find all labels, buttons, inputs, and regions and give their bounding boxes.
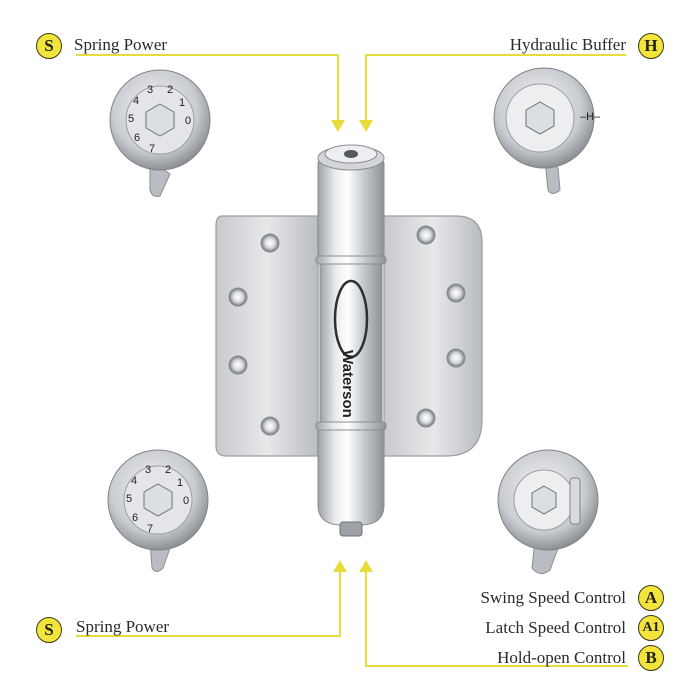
latch-speed-control-badge: A1 [638, 615, 664, 641]
dial-detail-spring-bottom: 0 1 2 3 4 5 6 7 [107, 449, 209, 572]
svg-text:1: 1 [179, 97, 185, 109]
brand-logo-ring [333, 279, 369, 359]
speed-slot-icon [569, 477, 581, 525]
dial-detail-speed [497, 449, 599, 574]
svg-text:4: 4 [133, 95, 139, 107]
screw-hole-icon [446, 348, 466, 368]
svg-text:4: 4 [131, 475, 137, 487]
brand-logo: Waterson [339, 350, 356, 418]
svg-text:0: 0 [185, 115, 191, 127]
callout-lines [76, 54, 628, 667]
arrow-down-icon [331, 120, 345, 132]
hinge-plate-left [215, 215, 319, 457]
hold-open-control-badge: B [638, 645, 664, 671]
hydraulic-buffer-badge: H [638, 33, 664, 59]
screw-hole-icon [228, 287, 248, 307]
spring-power-label: Spring Power [74, 35, 168, 54]
dial-detail-hydraulic: –H– [493, 67, 601, 194]
hinge-barrel: Waterson [315, 144, 387, 537]
hex-socket-icon [145, 103, 175, 137]
hinge-plate-right [383, 215, 483, 457]
svg-text:2: 2 [167, 84, 173, 96]
svg-text:2: 2 [165, 464, 171, 476]
svg-text:3: 3 [147, 84, 153, 96]
screw-hole-icon [416, 225, 436, 245]
latch-speed-control-label: Latch Speed Control [485, 618, 626, 637]
hold-open-control-label: Hold-open Control [497, 648, 626, 667]
svg-text:7: 7 [149, 143, 155, 155]
screw-hole-icon [228, 355, 248, 375]
arrow-up-icon [333, 560, 347, 572]
arrow-up-icon [359, 560, 373, 572]
callout-arrows [331, 120, 373, 572]
swing-speed-control-badge: A [638, 585, 664, 611]
hex-socket-icon [531, 485, 557, 515]
screw-hole-icon [260, 416, 280, 436]
screw-hole-icon [416, 408, 436, 428]
callout-line-spring-bottom [76, 572, 341, 637]
svg-text:0: 0 [183, 495, 189, 507]
screw-hole-icon [446, 283, 466, 303]
screw-hole-icon [260, 233, 280, 253]
svg-text:5: 5 [128, 113, 134, 125]
callout-line-hydraulic [365, 54, 626, 120]
adjust-screw-icon [339, 521, 363, 537]
dial-detail-spring-top: 0 1 2 3 4 5 6 7 [109, 69, 211, 197]
arrow-down-icon [359, 120, 373, 132]
hex-socket-icon [525, 101, 555, 135]
hex-socket-icon [143, 483, 173, 517]
hydraulic-buffer-label: Hydraulic Buffer [509, 35, 626, 54]
swing-speed-control-label: Swing Speed Control [480, 588, 626, 607]
spring-power-badge-bottom: S [36, 617, 62, 643]
svg-text:5: 5 [126, 493, 132, 505]
callout-line-hold-open [365, 572, 628, 667]
svg-text:7: 7 [147, 523, 153, 535]
svg-text:1: 1 [177, 477, 183, 489]
dial-mark: –H– [580, 111, 601, 123]
svg-text:6: 6 [134, 132, 140, 144]
spring-power-label-bottom: Spring Power [76, 617, 170, 636]
svg-text:3: 3 [145, 464, 151, 476]
spring-power-badge: S [36, 33, 62, 59]
callout-line-spring-top [76, 54, 339, 120]
svg-text:6: 6 [132, 512, 138, 524]
hex-socket-icon [344, 150, 358, 158]
